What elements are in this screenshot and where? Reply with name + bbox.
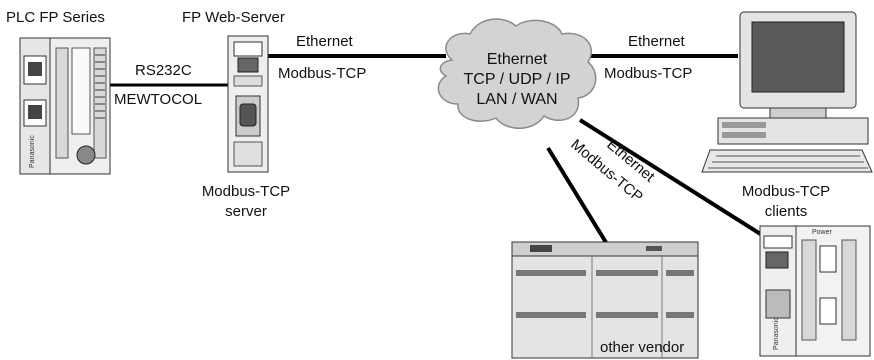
cloud-text-lan-wan: LAN / WAN <box>476 91 557 108</box>
network-cloud: Ethernet TCP / UDP / IP LAN / WAN <box>437 18 597 129</box>
other-vendor-label: other vendor <box>600 339 684 356</box>
clients-label-line2: clients <box>765 203 808 220</box>
pc-computer <box>701 11 873 173</box>
plc-series-label: PLC FP Series <box>6 9 105 26</box>
ethernet-left-label: Ethernet <box>296 33 354 50</box>
webserver-device <box>227 35 269 173</box>
webserver-label: FP Web-Server <box>182 9 285 26</box>
mewtocol-label: MEWTOCOL <box>114 91 202 108</box>
other-vendor-device: other vendor <box>511 241 699 359</box>
server-label-line2: server <box>225 203 267 220</box>
rs232c-label: RS232C <box>135 62 192 79</box>
ethernet-right-label: Ethernet <box>628 33 686 50</box>
clients-label-line1: Modbus-TCP <box>742 183 830 200</box>
cloud-text-ethernet: Ethernet <box>487 51 548 68</box>
client-brand-label: Panasonic <box>773 317 780 350</box>
client-plc-device: Panasonic Power <box>759 225 871 357</box>
plc-brand-label: Panasonic <box>29 135 36 168</box>
server-label-line1: Modbus-TCP <box>202 183 290 200</box>
modbus-left-label: Modbus-TCP <box>278 65 366 82</box>
plc-device: Panasonic <box>19 37 111 175</box>
cloud-text-protocols: TCP / UDP / IP <box>464 71 571 88</box>
link-cloud-client <box>578 118 772 242</box>
modbus-right-label: Modbus-TCP <box>604 65 692 82</box>
client-power-label: Power <box>812 229 833 236</box>
